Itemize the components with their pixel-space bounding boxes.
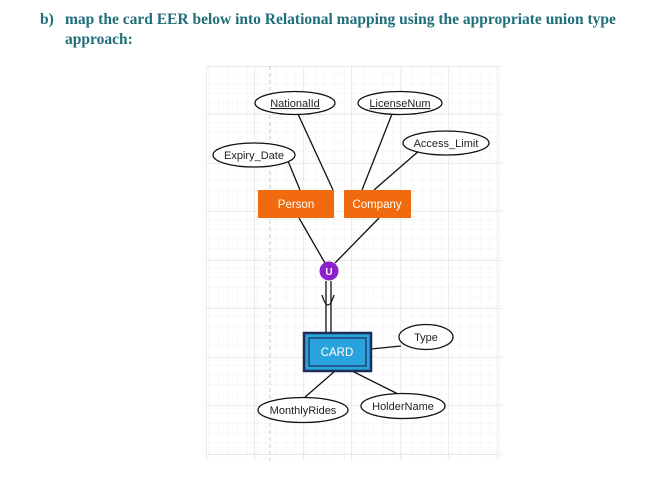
attribute-licensenum: LicenseNum [357, 90, 443, 116]
line-card-monthlyrides [303, 370, 336, 399]
attribute-holdername: HolderName [360, 392, 446, 420]
attribute-expiry-date: Expiry_Date [212, 142, 296, 168]
line-card-holdername [351, 370, 399, 395]
line-accesslimit-company [373, 149, 421, 191]
line-licensenum-company [361, 113, 393, 191]
grid-background [206, 66, 502, 461]
attribute-label-type: Type [414, 332, 438, 344]
attribute-label-licensenum: LicenseNum [369, 98, 430, 110]
entity-label-company: Company [352, 199, 401, 211]
attribute-nationalid: NationalId [254, 90, 336, 116]
entity-label-card: CARD [321, 347, 354, 359]
entity-card: CARD [302, 331, 373, 373]
union-symbol: U [325, 267, 332, 278]
attribute-monthlyrides: MonthlyRides [257, 396, 349, 424]
line-nationalid-person [297, 113, 334, 191]
entity-company: Company [344, 190, 411, 218]
question-text: map the card EER below into Relational m… [65, 11, 616, 48]
question-marker: b) [40, 11, 54, 28]
connector-lines [287, 113, 421, 399]
attribute-label-monthlyrides: MonthlyRides [270, 405, 337, 417]
union-node: U [319, 261, 339, 281]
question-heading: b) map the card EER below into Relationa… [40, 10, 650, 50]
attribute-label-holdername: HolderName [372, 401, 434, 413]
attribute-access-limit: Access_Limit [402, 130, 490, 156]
subset-symbol [321, 294, 335, 306]
attribute-label-nationalid: NationalId [270, 98, 320, 110]
entity-person: Person [258, 190, 334, 218]
entity-label-person: Person [278, 199, 314, 211]
attribute-type: Type [398, 323, 454, 351]
line-expiry-person [287, 160, 301, 191]
line-company-union [334, 217, 380, 264]
attribute-label-access-limit: Access_Limit [414, 138, 479, 150]
line-person-union [298, 217, 326, 264]
line-card-type [370, 345, 402, 350]
attribute-label-expiry-date: Expiry_Date [224, 150, 284, 162]
